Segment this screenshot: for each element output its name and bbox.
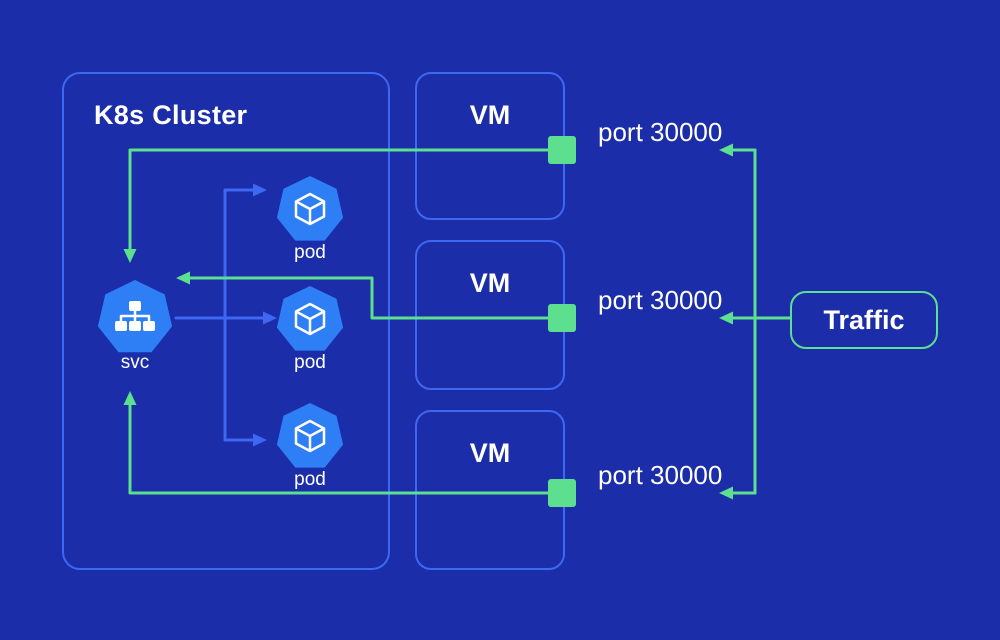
vm-label-3: VM [469,438,511,468]
pod-label-1: pod [294,242,326,263]
traffic-label: Traffic [823,304,905,335]
vm-box-1: VM [415,72,565,220]
pod-icon-3 [274,401,346,473]
port-label-1: port 30000 [598,117,723,147]
traffic-box: Traffic [790,291,938,349]
port-node-1 [548,136,576,164]
port-node-3 [548,479,576,507]
port-label-3: port 30000 [598,460,723,490]
traffic-to-ports-arrows [719,143,792,500]
port-node-2 [548,304,576,332]
k8s-cluster-box: K8s Cluster [62,72,390,570]
pod-label-3: pod [294,469,326,490]
service-icon [95,278,175,358]
cluster-title: K8s Cluster [94,100,248,130]
pod-label-2: pod [294,352,326,373]
port-label-2: port 30000 [598,285,723,315]
vm-box-2: VM [415,240,565,390]
service-label: svc [120,352,150,373]
vm-label-2: VM [469,268,511,298]
vm-label-1: VM [469,100,511,130]
pod-icon-2 [274,284,346,356]
vm-box-3: VM [415,410,565,570]
pod-icon-1 [274,174,346,246]
